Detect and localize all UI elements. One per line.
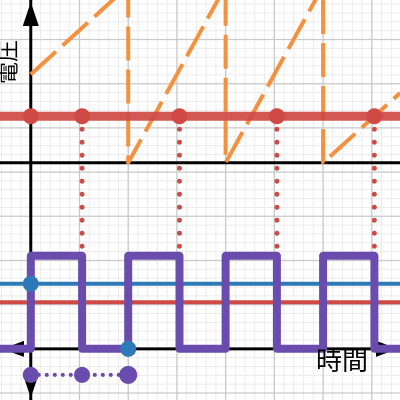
series-lines (0, 0, 400, 353)
data-point[interactable] (22, 108, 39, 125)
data-point[interactable] (22, 275, 39, 292)
sawtooth-line (29, 0, 400, 165)
data-points[interactable] (22, 108, 383, 357)
data-point[interactable] (171, 108, 188, 125)
slider[interactable] (22, 365, 138, 384)
slider-knot[interactable] (74, 366, 91, 383)
data-point[interactable] (120, 340, 137, 357)
slider-handle[interactable] (119, 365, 138, 384)
x-axis-label: 時間 (316, 347, 368, 377)
y-axis-label: 電圧 (0, 40, 22, 84)
data-point[interactable] (366, 108, 383, 125)
drop-lines (79, 113, 377, 259)
y-axis-arrow-up (22, 2, 39, 26)
slider-start-point[interactable] (22, 366, 39, 383)
pwm-line (0, 251, 400, 353)
data-point[interactable] (74, 108, 91, 125)
data-point[interactable] (268, 108, 285, 125)
